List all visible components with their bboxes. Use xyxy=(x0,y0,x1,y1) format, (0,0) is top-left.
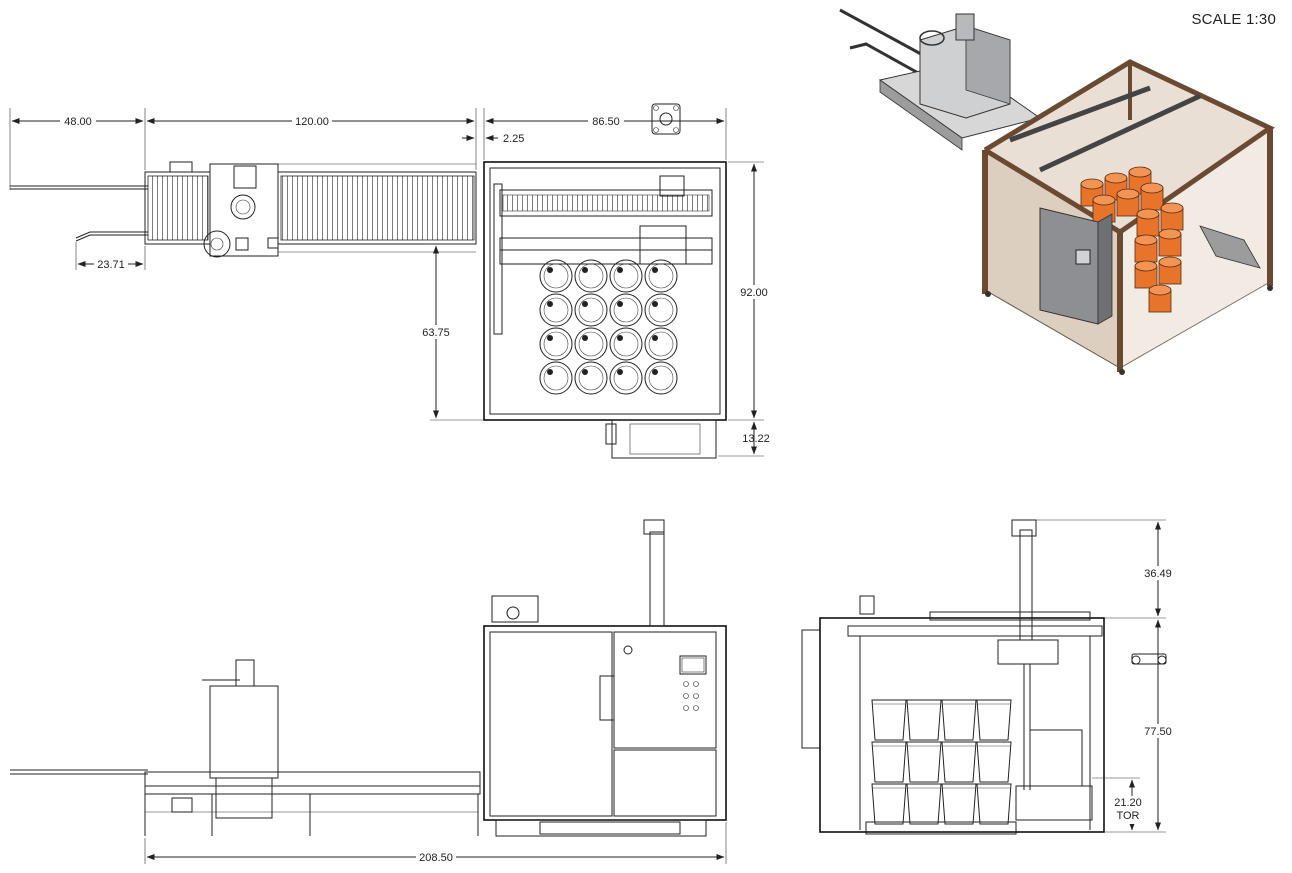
pail-side xyxy=(976,699,1012,741)
dim-gap: 2.25 xyxy=(503,133,524,145)
pail-side xyxy=(941,699,977,741)
pail-grid-plan xyxy=(539,259,678,395)
plan-view: 48.00 120.00 2.25 86.50 92.00 13.22 63.7… xyxy=(9,103,772,459)
pail-iso xyxy=(1134,260,1158,289)
pail-iso xyxy=(1136,208,1160,237)
dim-infeed-length: 48.00 xyxy=(64,116,92,128)
dim-stop-offset: 23.71 xyxy=(97,259,125,271)
pail-top xyxy=(644,327,678,361)
pail-iso xyxy=(1158,256,1182,285)
pail-stack-side xyxy=(871,699,1012,825)
pail-top xyxy=(644,259,678,293)
dim-overall-length: 208.50 xyxy=(419,852,453,864)
pail-side xyxy=(871,699,907,741)
pail-top xyxy=(644,361,678,395)
dim-pallet-offset: 63.75 xyxy=(422,327,450,339)
pail-top xyxy=(574,361,608,395)
side-elevation: 36.49 77.50 21.20 TOR xyxy=(801,519,1176,835)
dim-frame-height: 77.50 xyxy=(1144,726,1172,738)
pail-top xyxy=(574,327,608,361)
pail-side xyxy=(906,783,942,825)
pail-top xyxy=(609,361,643,395)
pail-top xyxy=(539,327,573,361)
pail-top xyxy=(539,293,573,327)
pail-top xyxy=(609,293,643,327)
pail-side xyxy=(976,783,1012,825)
pail-top xyxy=(539,259,573,293)
dim-top-of-roller: 21.20 xyxy=(1114,797,1142,809)
pail-stack-iso xyxy=(1080,166,1184,313)
pail-iso xyxy=(1148,284,1172,313)
pail-iso xyxy=(1116,188,1140,217)
pail-side xyxy=(906,741,942,783)
gripper-tool-icon xyxy=(651,103,681,135)
pail-side xyxy=(871,783,907,825)
pail-side xyxy=(941,783,977,825)
pail-iso xyxy=(1140,182,1164,211)
dim-cell-width: 86.50 xyxy=(592,116,620,128)
pail-top xyxy=(539,361,573,395)
scale-label: SCALE 1:30 xyxy=(1191,11,1276,28)
dim-conveyor-length: 120.00 xyxy=(295,116,329,128)
pail-top xyxy=(644,293,678,327)
pail-side xyxy=(976,741,1012,783)
pail-iso xyxy=(1134,234,1158,263)
pail-top xyxy=(609,259,643,293)
dim-panel-depth: 13.22 xyxy=(742,433,770,445)
dim-mast-height: 36.49 xyxy=(1144,568,1172,580)
front-elevation: 208.50 xyxy=(10,519,727,864)
pail-top xyxy=(574,259,608,293)
pail-side xyxy=(941,741,977,783)
pail-side xyxy=(906,699,942,741)
dim-cell-depth: 92.00 xyxy=(740,287,768,299)
dim-tor-note: TOR xyxy=(1116,810,1139,822)
pail-side xyxy=(871,741,907,783)
isometric-view xyxy=(839,8,1275,375)
gripper-side-icon xyxy=(1131,653,1167,665)
pail-iso xyxy=(1158,228,1182,257)
pail-iso xyxy=(1160,202,1184,231)
pail-top xyxy=(609,327,643,361)
pail-top xyxy=(574,293,608,327)
